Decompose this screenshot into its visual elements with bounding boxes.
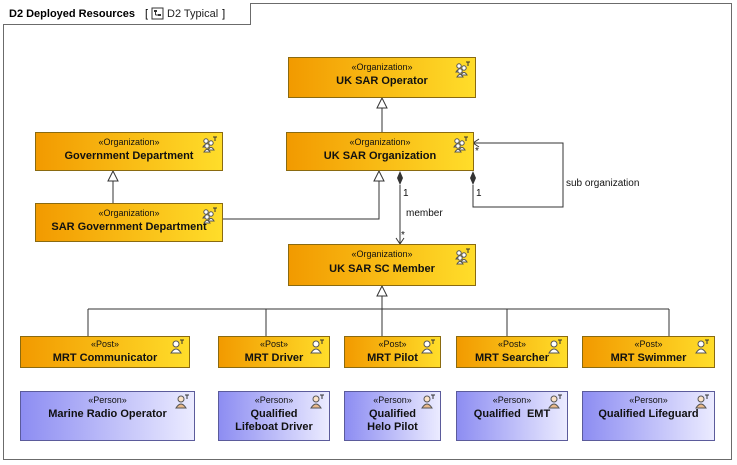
generalization-sargov-gov[interactable] xyxy=(107,169,119,203)
mrt-searcher-box[interactable]: «Post» MRT Searcher xyxy=(456,336,568,368)
diagram-header-tab: D2 Deployed Resources [ D2 Typical ] xyxy=(3,3,251,25)
node-name-line1: Qualified xyxy=(368,408,417,420)
stereotype-label: «Post» xyxy=(90,339,120,349)
node-name: SAR Government Department xyxy=(51,221,207,233)
member-role-label: member xyxy=(406,208,443,219)
generalization-org-operator[interactable] xyxy=(376,96,388,132)
stereotype-label: «Post» xyxy=(378,339,407,349)
organization-icon xyxy=(455,61,470,78)
organization-icon xyxy=(202,207,217,224)
stereotype-label: «Post» xyxy=(259,339,289,349)
person-icon xyxy=(310,394,324,409)
mrt-driver-box[interactable]: «Post» MRT Driver xyxy=(218,336,330,368)
context-bracket-open: [ xyxy=(144,7,148,20)
uk-sar-operator-box[interactable]: «Organization» UK SAR Operator xyxy=(288,57,476,98)
node-name: Government Department xyxy=(64,150,194,162)
stereotype-label: «Organization» xyxy=(351,249,413,259)
generalization-sargov-org[interactable] xyxy=(222,169,385,220)
mrt-pilot-box[interactable]: «Post» MRT Pilot xyxy=(344,336,441,368)
stereotype-label: «Organization» xyxy=(98,137,160,147)
stereotype-label: «Person» xyxy=(254,395,294,405)
post-icon xyxy=(695,339,709,354)
node-name: MRT Pilot xyxy=(367,352,418,364)
association-sub-organization[interactable] xyxy=(470,138,564,208)
person-icon xyxy=(175,394,189,409)
node-name-line2: Lifeboat Driver xyxy=(235,421,313,433)
context-bracket-close: ] xyxy=(222,7,226,20)
uk-sar-sc-member-box[interactable]: «Organization» UK SAR SC Member xyxy=(288,244,476,286)
node-name: MRT Communicator xyxy=(52,352,158,364)
stereotype-label: «Person» xyxy=(88,395,127,405)
node-name: Qualified Lifeguard xyxy=(598,408,699,420)
node-name: MRT Driver xyxy=(244,352,304,364)
generalization-tree-posts[interactable] xyxy=(87,284,670,336)
member-source-multiplicity: 1 xyxy=(403,188,409,199)
post-icon xyxy=(548,339,562,354)
uk-sar-organization-box[interactable]: «Organization» UK SAR Organization xyxy=(286,132,474,171)
qualified-lifeguard-box[interactable]: «Person» Qualified Lifeguard xyxy=(582,391,715,441)
member-target-multiplicity: * xyxy=(401,230,405,241)
qualified-lifeboat-driver-box[interactable]: «Person» Qualified Lifeboat Driver xyxy=(218,391,330,441)
node-name-line2: Helo Pilot xyxy=(367,421,418,433)
node-name-line1: Qualified xyxy=(250,408,298,420)
node-name: MRT Swimmer xyxy=(610,352,687,364)
sub-target-multiplicity: * xyxy=(475,146,479,157)
mrt-communicator-box[interactable]: «Post» MRT Communicator xyxy=(20,336,190,368)
organization-icon xyxy=(202,136,217,153)
government-department-box[interactable]: «Organization» Government Department xyxy=(35,132,223,171)
post-icon xyxy=(421,339,435,354)
sub-organization-role-label: sub organization xyxy=(566,178,640,189)
node-name: UK SAR SC Member xyxy=(329,263,435,275)
diagram-title: D2 Deployed Resources xyxy=(9,7,135,20)
node-name: UK SAR Operator xyxy=(336,75,428,87)
post-icon xyxy=(170,339,184,354)
stereotype-label: «Organization» xyxy=(98,208,160,218)
qualified-emt-box[interactable]: «Person» Qualified EMT xyxy=(456,391,568,441)
person-icon xyxy=(548,394,562,409)
node-name: MRT Searcher xyxy=(475,352,549,364)
sub-source-multiplicity: 1 xyxy=(476,188,482,199)
stereotype-label: «Organization» xyxy=(349,137,411,147)
stereotype-label: «Person» xyxy=(373,395,412,405)
stereotype-label: «Post» xyxy=(634,339,663,349)
post-icon xyxy=(310,339,324,354)
marine-radio-operator-box[interactable]: «Person» Marine Radio Operator xyxy=(20,391,195,441)
stereotype-label: «Post» xyxy=(497,339,527,349)
organization-icon xyxy=(453,136,468,153)
stereotype-label: «Person» xyxy=(629,395,668,405)
sar-government-department-box[interactable]: «Organization» SAR Government Department xyxy=(35,203,223,242)
diagram-type-icon xyxy=(151,7,164,20)
qualified-helo-pilot-box[interactable]: «Person» Qualified Helo Pilot xyxy=(344,391,441,441)
organization-icon xyxy=(455,248,470,265)
diagram-frame xyxy=(3,3,732,460)
context-label: D2 Typical xyxy=(167,7,219,20)
mrt-swimmer-box[interactable]: «Post» MRT Swimmer xyxy=(582,336,715,368)
node-name: Qualified EMT xyxy=(473,408,551,420)
person-icon xyxy=(695,394,709,409)
stereotype-label: «Person» xyxy=(492,395,532,405)
stereotype-label: «Organization» xyxy=(351,62,413,72)
node-name: UK SAR Organization xyxy=(323,150,437,162)
person-icon xyxy=(421,394,435,409)
node-name: Marine Radio Operator xyxy=(48,408,167,420)
